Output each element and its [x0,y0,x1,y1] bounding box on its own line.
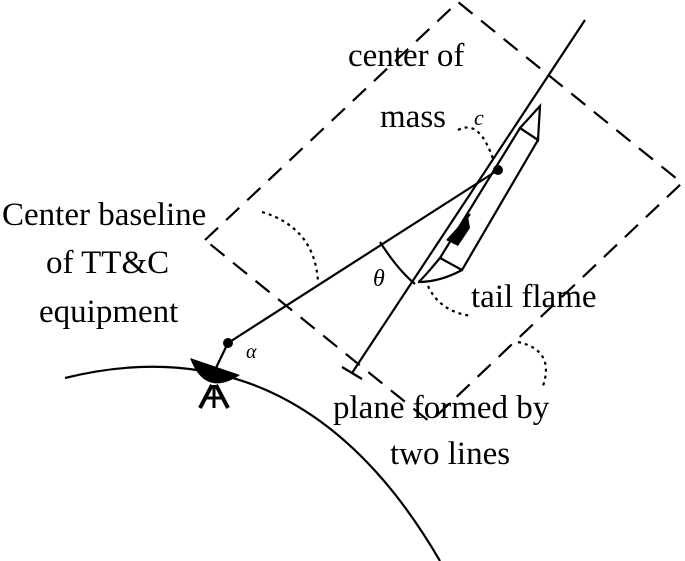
center-of-mass-leader [457,126,496,163]
symbol-c: c [474,105,484,130]
earth-surface-arc [64,365,441,561]
center-baseline-line [227,169,499,344]
baseline-label-line1: Center baseline [2,197,206,233]
radar-dish-antenna-icon [190,346,240,409]
baseline-label-line3: equipment [39,294,178,330]
center-of-mass-label-line1: center of [348,38,464,74]
antenna-point [223,338,233,348]
baseline-label-line2: of TT&C [46,245,169,281]
center-of-mass-point [493,165,503,175]
rocket-axis-line [351,19,586,374]
plane-label-line2: two lines [390,436,510,472]
symbol-alpha: α [246,341,257,363]
symbol-theta: θ [373,266,385,292]
plane-boundary [203,0,684,424]
plane-label-line1: plane formed by [333,390,550,426]
theta-angle-arc [379,241,416,285]
plane-leader [517,340,548,387]
axis-end-tick [341,366,363,380]
tail-flame-label: tail flame [471,279,597,315]
baseline-leader [261,210,320,283]
center-of-mass-label-line2: mass [380,99,446,135]
tail-flame-leader [427,285,473,318]
